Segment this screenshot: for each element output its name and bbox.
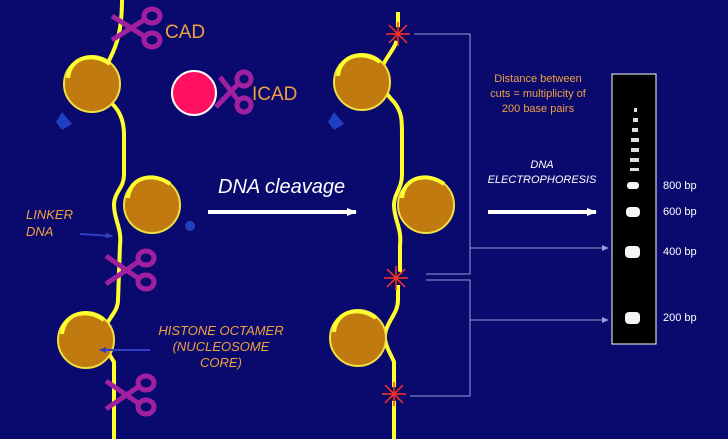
fragment-brackets [410, 33, 609, 397]
histone-octamer-label: HISTONE OCTAMER (NUCLEOSOME CORE) [158, 323, 284, 370]
band-label-800: 800 bp [663, 180, 697, 192]
cut-site-icon [386, 22, 410, 46]
dna-blue-arrow [56, 112, 72, 130]
icad-label: ICAD [252, 84, 298, 105]
linker-dna-label: LINKER DNA [26, 207, 73, 239]
middle-dna-strand [378, 12, 404, 439]
scissors-icon [110, 6, 163, 50]
nucleosome-icon [329, 309, 387, 367]
icad-icon [171, 70, 217, 116]
cad-label: CAD [165, 22, 206, 43]
nucleosome-icon [63, 55, 121, 113]
gel-band-600 [626, 207, 640, 217]
nucleosome-icon [123, 175, 181, 234]
gel-image [611, 73, 657, 345]
bracket-upper [414, 33, 471, 275]
nucleosome-icon [397, 175, 455, 234]
dna-electrophoresis-label: DNA ELECTROPHORESIS [487, 159, 597, 186]
dna-blue-arrow [328, 112, 344, 130]
band-label-400: 400 bp [663, 246, 697, 258]
bracket-lower [410, 279, 471, 397]
nucleosome-icon [57, 311, 115, 369]
middle-chromatin [328, 12, 455, 439]
scissors-icon [104, 373, 157, 417]
left-chromatin [56, 0, 195, 439]
band-label-200: 200 bp [663, 312, 697, 324]
cut-site-icon [384, 266, 408, 290]
distance-note: Distance between cuts = multiplicity of … [490, 73, 586, 115]
band-label-600: 600 bp [663, 206, 697, 218]
gel-band-800 [627, 182, 639, 189]
scissors-icon [214, 69, 254, 115]
gel-band-200 [625, 312, 640, 324]
linker-pointer-arrow [79, 232, 113, 239]
cut-site-icon [382, 382, 406, 406]
scissors-icon [104, 248, 157, 292]
gel-band-400 [625, 246, 640, 258]
gel-smear [630, 108, 639, 171]
small-blue-dot [185, 221, 195, 231]
nucleosome-icon [333, 53, 391, 111]
dna-cleavage-label: DNA cleavage [218, 176, 346, 198]
